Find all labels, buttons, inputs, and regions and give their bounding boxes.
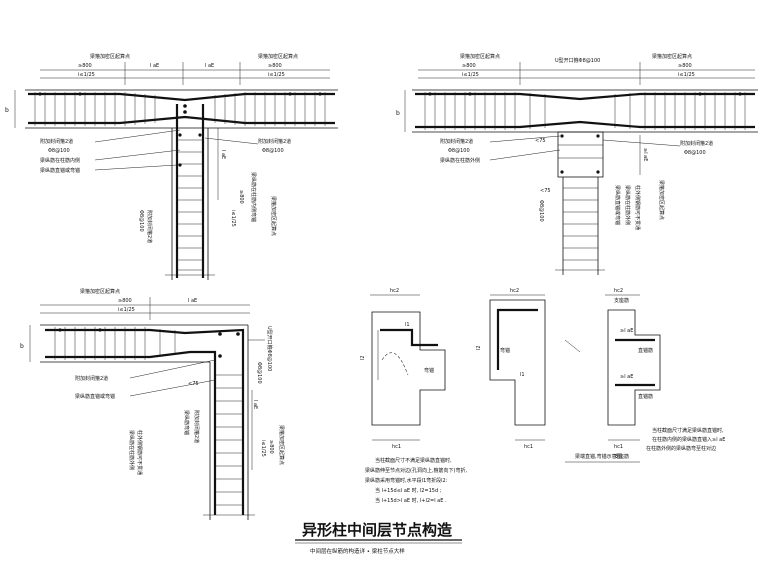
fig1-note3: 梁纵筋直锚或弯锚 <box>40 167 80 174</box>
fig1-vnote-b: 附加封闭箍2道 <box>146 210 153 243</box>
detail-c-hc2: hc2 <box>614 288 623 294</box>
fig3-vd: 柱外侧钢筋可不贯通 <box>136 430 143 475</box>
detail-note-a3: 梁纵筋采用弯锚时,水平段l1弯折段l2: <box>365 477 448 484</box>
detail-note-c3: 在柱筋外侧的梁纵筋弯至柱对边 <box>646 445 716 452</box>
detail-b-hc1: hc1 <box>524 444 533 450</box>
fig1-slope-right: i≤1/25 <box>268 72 285 78</box>
fig2-lt75: <75 <box>535 138 546 144</box>
fig3-lae: l aE <box>188 298 197 304</box>
figure-1-tee-joint: 梁箍加密区起算点 梁箍加密区起算点 ≥800 ≥800 l aE l aE i≤… <box>5 53 338 280</box>
fig3-lae-v: l aE <box>252 400 258 409</box>
fig2-vnote-a: 梁纵筋直锚或弯锚 <box>614 185 621 225</box>
fig2-note1b: Φ8@100 <box>448 148 470 154</box>
detail-a: hc2 l1 l2 弯锚 hc1 <box>360 288 446 450</box>
fig2-slope-left: i≤1/25 <box>462 72 479 78</box>
fig1-vnote-c: i≤1/25 <box>230 210 236 227</box>
fig2-vnote-c: 柱外侧钢筋可不贯通 <box>634 185 641 230</box>
fig3-vh: 梁箍加密区起算点 <box>278 425 285 465</box>
fig3-dim: ≥800 <box>118 298 132 304</box>
fig3-ve: 梁纵筋弯锚 <box>183 410 190 435</box>
fig1-note2: 梁纵筋在柱筋内侧 <box>40 157 80 164</box>
fig1-dim-left: ≥800 <box>78 63 92 69</box>
detail-note-a5: 当 l+15d>l aE 时, l+l2=l aE . <box>375 497 447 504</box>
fig3-u-hoop: U型开口箍Φ8@100 <box>266 326 273 371</box>
fig3-vb: 附加封闭箍2道 <box>193 410 200 443</box>
detail-c-straight-b: 直锚筋 <box>638 393 653 400</box>
detail-note-a4: 当 l+15d≤l aE 时, l2=15d ; <box>375 487 442 494</box>
fig3-top: 梁箍加密区起算点 <box>80 288 120 295</box>
detail-c-lae2: ≥l aE <box>620 374 633 380</box>
fig2-u-hoop: U型开口箍Φ8@100 <box>555 57 600 64</box>
fig2-hoop-v: Φ8@100 <box>538 200 544 222</box>
fig1-top-right-label: 梁箍加密区起算点 <box>258 53 298 60</box>
fig2-vnote-b: 梁纵筋在柱筋外侧 <box>624 185 631 225</box>
detail-c-bw-b: 支座筋 <box>614 453 629 460</box>
fig1-note-right: 附加封闭箍2道 <box>258 138 291 145</box>
fig3-va: Φ8@100 <box>256 362 262 384</box>
detail-b-l2: l2 <box>476 345 482 350</box>
fig1-vnote-d: 梁纵筋在柱筋内侧弯锚 <box>250 172 257 222</box>
fig3-vf: i≤1/25 <box>260 440 266 457</box>
fig2-note-right: 附加封闭箍2道 <box>680 140 713 147</box>
fig2-note2: 梁纵筋在柱筋外侧 <box>440 157 480 164</box>
fig1-lae-right: l aE <box>205 63 214 69</box>
fig1-note-right-b: Φ8@100 <box>262 148 284 154</box>
fig2-dim-right: ≥800 <box>678 63 692 69</box>
detail-b-hc2: hc2 <box>510 288 519 294</box>
fig1-dim-right: ≥800 <box>268 63 282 69</box>
fig2-lt75b: <75 <box>540 188 551 194</box>
fig1-lae-vert: l aE <box>220 150 226 159</box>
detail-note-c1: 当柱截面尺寸满足梁纵筋直锚时, <box>652 427 724 434</box>
fig2-note-right-b: Φ8@100 <box>684 150 706 156</box>
fig3-b-label: b <box>20 343 24 350</box>
fig1-slope-left: i≤1/25 <box>78 72 95 78</box>
fig2-slope-right: i≤1/25 <box>678 72 695 78</box>
fig1-b-label: b <box>5 107 9 114</box>
fig1-vnote-a: Φ8@100 <box>138 210 144 232</box>
fig2-top-right-label: 梁箍加密区起算点 <box>652 53 692 60</box>
fig2-vnote-d: 梁箍加密区起算点 <box>658 180 665 220</box>
caption: 异形柱中间层节点构造 中间层在纵筋的构造详 • 梁柱节点大样 <box>295 521 462 555</box>
detail-note-c2: 在柱筋内侧的梁纵筋直锚入≥l aE <box>652 436 725 443</box>
fig2-dim-left: ≥800 <box>462 63 476 69</box>
detail-a-l2: l2 <box>360 355 366 360</box>
detail-c-straight-a: 直锚筋 <box>638 347 653 354</box>
detail-b: hc2 弯锚 l1 l2 hc1 <box>476 288 581 450</box>
drawing-title: 异形柱中间层节点构造 <box>302 521 452 539</box>
figure-3-corner-joint: 梁箍加密区起算点 ≥800 l aE i≤1/25 b <box>20 288 285 520</box>
fig1-top-left-label: 梁箍加密区起算点 <box>90 53 130 60</box>
detail-a-bend: 弯锚 <box>424 367 434 374</box>
fig3-vg: ≥800 <box>268 440 274 454</box>
fig1-note1: 附加封闭箍2道 <box>40 138 73 145</box>
detail-c-lae1: ≥l aE <box>620 328 633 334</box>
detail-a-l1: l1 <box>405 322 410 328</box>
fig2-lae-r: ≥l aE <box>642 148 648 161</box>
fig2-b-label: b <box>396 110 400 117</box>
detail-c: hc2 支座筋 ≥l aE ≥l aE 直锚筋 直锚筋 hc1 支座筋 <box>605 288 661 460</box>
detail-note-b1: 梁端直锚,弯锚示意图 <box>575 453 622 460</box>
detail-c-bw-a: 支座筋 <box>614 297 629 304</box>
detail-b-l1: l1 <box>520 372 525 378</box>
drawing-subtitle: 中间层在纵筋的构造详 • 梁柱节点大样 <box>310 547 405 555</box>
fig3-note2: 梁纵筋直锚或弯锚 <box>75 393 115 400</box>
fig3-slope: i≤1/25 <box>118 307 135 313</box>
fig3-note1: 附加封闭箍2道 <box>75 375 108 382</box>
fig1-lae-left: l aE <box>150 63 159 69</box>
detail-b-bend: 弯锚 <box>500 347 510 354</box>
fig2-note1: 附加封闭箍2道 <box>440 138 473 145</box>
detail-a-hc1: hc1 <box>392 444 401 450</box>
fig2-top-left-label: 梁箍加密区起算点 <box>460 53 500 60</box>
detail-c-hc1: hc1 <box>614 444 623 450</box>
detail-note-a2: 梁纵筋伸至节点对边(孔洞向上,箍筋向下)弯折, <box>365 467 467 474</box>
detail-sections: hc2 l1 l2 弯锚 hc1 hc2 弯锚 l1 l2 hc1 <box>360 288 725 504</box>
fig1-vnote-e: 梁箍加密区起算点 <box>270 196 277 236</box>
detail-note-a1: 当柱截面尺寸不满足梁纵筋直锚时, <box>375 457 452 464</box>
fig3-vc: 梁纵筋在柱筋外侧 <box>128 430 135 470</box>
fig1-note1b: Φ8@100 <box>48 148 70 154</box>
figure-2-tee-joint: 梁箍加密区起算点 梁箍加密区起算点 ≥800 ≥800 i≤1/25 i≤1/2… <box>396 53 758 275</box>
detail-a-hc2: hc2 <box>390 288 399 294</box>
fig1-lae-vert2: ≥800 <box>238 190 244 204</box>
